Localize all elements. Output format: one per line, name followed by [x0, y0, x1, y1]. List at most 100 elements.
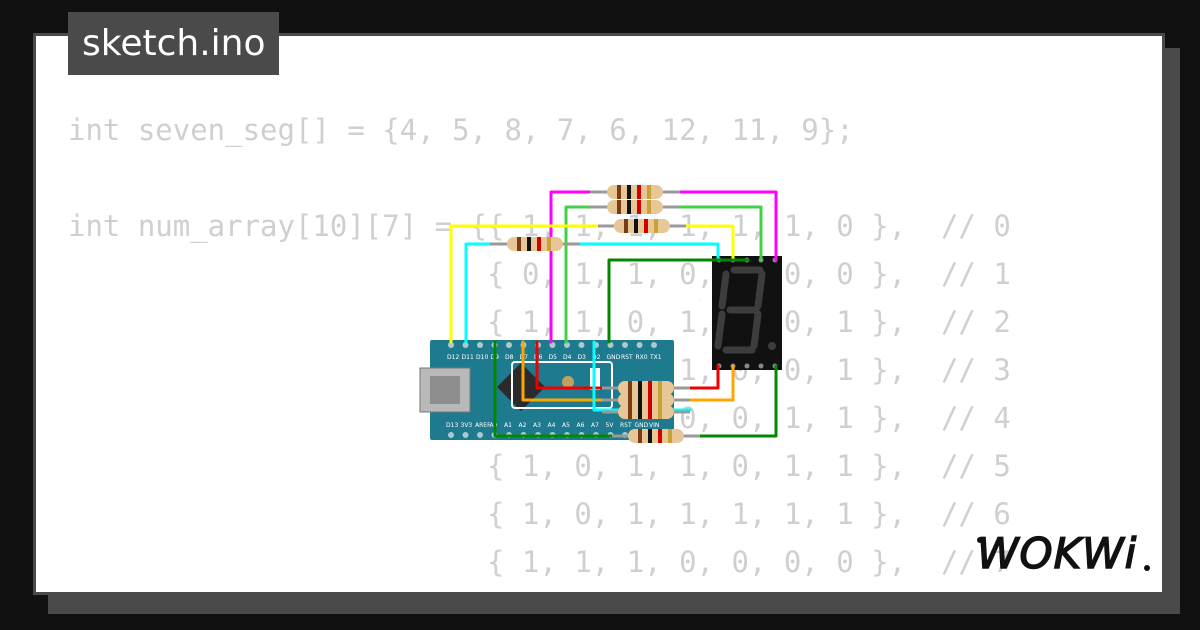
board-pin-label-top: GND [607, 354, 621, 361]
usb-socket [430, 376, 460, 404]
resistor-band [648, 429, 652, 443]
board-pin-bottom [477, 432, 483, 438]
wokwi-logo-text: WOKWi [977, 529, 1137, 576]
resistor-band [647, 185, 651, 199]
resistor-band [517, 237, 521, 251]
board-pin-label-bottom: A7 [591, 422, 599, 429]
code-line: { 1, 0, 1, 1, 0, 1, 1 }, // 5 [68, 449, 1011, 483]
resistor-body [618, 393, 674, 407]
board-pin-top [651, 342, 657, 348]
board-pin-label-bottom: D13 [446, 422, 458, 429]
resistor-band [638, 381, 642, 395]
board-pin-label-bottom: A2 [519, 422, 527, 429]
wire-yellow [449, 224, 735, 344]
code-line: { 1, 1, 0, 1, 1, 0, 1 }, // 2 [68, 305, 1011, 339]
board-pin-bottom [462, 432, 469, 438]
resistor-band [668, 429, 672, 443]
board-pin-label-bottom: VIN [649, 422, 659, 429]
board-pin-label-top: D5 [549, 354, 558, 361]
resistor-band [617, 200, 621, 214]
code-line: { 1, 0, 1, 1, 1, 1, 1 }, // 6 [68, 497, 1011, 531]
resistor-band [658, 381, 662, 395]
resistor-band [638, 393, 642, 407]
resistor-band [647, 200, 651, 214]
resistor-band [648, 405, 652, 419]
board-pin-top [448, 342, 454, 348]
board-pin-top [622, 342, 628, 348]
resistor-band [634, 219, 638, 233]
wire-dark-green-top [607, 258, 750, 344]
resistor-body [618, 381, 674, 395]
board-pin-top [477, 342, 483, 348]
reset-button [562, 376, 574, 388]
resistor-band [628, 381, 632, 395]
display-digit-value: 8 [700, 299, 701, 301]
board-pin-label-top: D10 [476, 354, 488, 361]
board-pin-top [506, 342, 512, 348]
board-pin-label-top: D11 [462, 354, 474, 361]
board-pin-label-bottom: A1 [504, 422, 512, 429]
board-pin-label-bottom: 3V3 [461, 422, 473, 429]
display-pin-bottom [758, 363, 764, 369]
preview-card: int seven_seg[] = {4, 5, 8, 7, 6, 12, 11… [33, 33, 1165, 595]
resistor-band [527, 237, 531, 251]
resistor-band [658, 405, 662, 419]
board-pin-label-top: RX0 [636, 354, 648, 361]
board-pin-label-top: RST [621, 354, 633, 361]
resistor-body [607, 200, 663, 214]
resistor-band [648, 381, 652, 395]
board-pin-label-top: D8 [505, 354, 514, 361]
resistor-band [658, 393, 662, 407]
resistor-band [628, 393, 632, 407]
resistor-7 [602, 405, 690, 419]
board-pin-label-bottom: A6 [577, 422, 585, 429]
resistor-1 [590, 185, 680, 199]
display-segment [714, 310, 726, 350]
board-pin-label-bottom: AREF [475, 422, 491, 429]
resistor-band [617, 185, 621, 199]
board-pin-label-top: TX1 [649, 354, 662, 361]
resistor-body [628, 429, 684, 443]
board-pin-top [578, 342, 585, 348]
resistor-band [547, 237, 551, 251]
code-line: { 1, 1, 1, 0, 0, 0, 0 }, // 7 [68, 545, 1011, 579]
resistor-2 [590, 200, 680, 214]
resistor-band [537, 237, 541, 251]
resistor-band [638, 405, 642, 419]
seven-segment-display: 8 [700, 256, 782, 370]
display-segment [750, 310, 762, 350]
sketch-filename: sketch.ino [68, 12, 280, 75]
board-pin-label-bottom: A4 [548, 422, 556, 429]
board-pin-label-bottom: 5V [606, 422, 615, 429]
wokwi-logo: WOKWi [976, 528, 1150, 576]
board-pin-label-top: D4 [563, 354, 572, 361]
display-segment [754, 270, 766, 310]
resistor-3 [598, 219, 686, 233]
resistor-band [624, 219, 628, 233]
board-silkscreen [511, 361, 613, 409]
board-pin-label-bottom: GND [635, 422, 649, 429]
resistor-4 [490, 237, 580, 251]
resistor-6 [602, 393, 690, 407]
resistor-body [507, 237, 563, 251]
resistor-band [627, 185, 631, 199]
board-pin-label-bottom: A3 [533, 422, 541, 429]
resistor-band [628, 405, 632, 419]
resistor-8 [612, 429, 700, 443]
resistor-band [648, 393, 652, 407]
board-pin-label-top: D12 [447, 354, 459, 361]
resistor-body [607, 185, 663, 199]
display-segment [718, 270, 730, 310]
wire-cyan [464, 242, 720, 344]
code-line: int seven_seg[] = {4, 5, 8, 7, 6, 12, 11… [68, 113, 854, 147]
resistor-5 [602, 381, 690, 395]
board-pin-top [564, 342, 570, 348]
resistor-body [614, 219, 670, 233]
board-pin-bottom [448, 432, 454, 438]
resistor-band [654, 219, 658, 233]
resistor-band [644, 219, 648, 233]
board-pin-label-bottom: RST [620, 422, 632, 429]
resistor-band [627, 200, 631, 214]
